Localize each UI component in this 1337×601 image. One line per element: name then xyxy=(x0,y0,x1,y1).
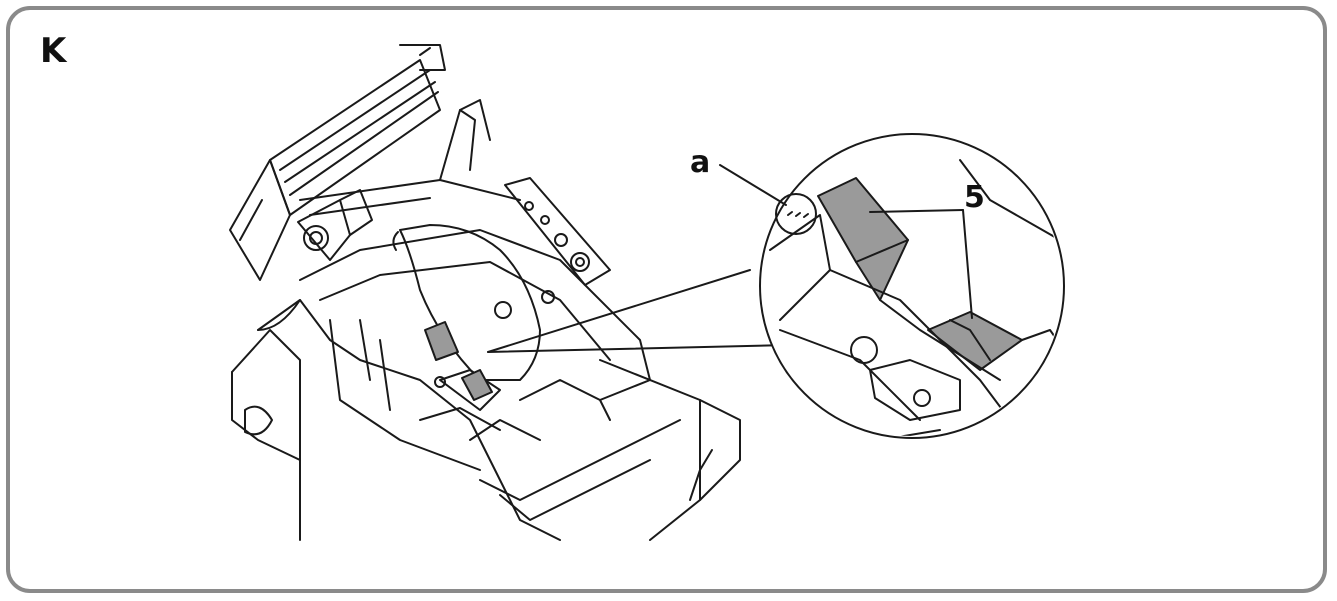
callout-label-5: 5 xyxy=(964,180,985,215)
paper-compartment xyxy=(299,224,651,471)
callout-leaders xyxy=(719,164,973,319)
panel-letter: K xyxy=(40,31,67,71)
callout-label-a: a xyxy=(690,145,711,180)
control-panel xyxy=(504,177,611,286)
printer-body xyxy=(231,299,741,541)
magnified-detail xyxy=(759,133,1065,439)
printer-cover xyxy=(229,44,521,281)
zoom-connector xyxy=(487,269,791,353)
figure-panel xyxy=(6,6,1327,593)
